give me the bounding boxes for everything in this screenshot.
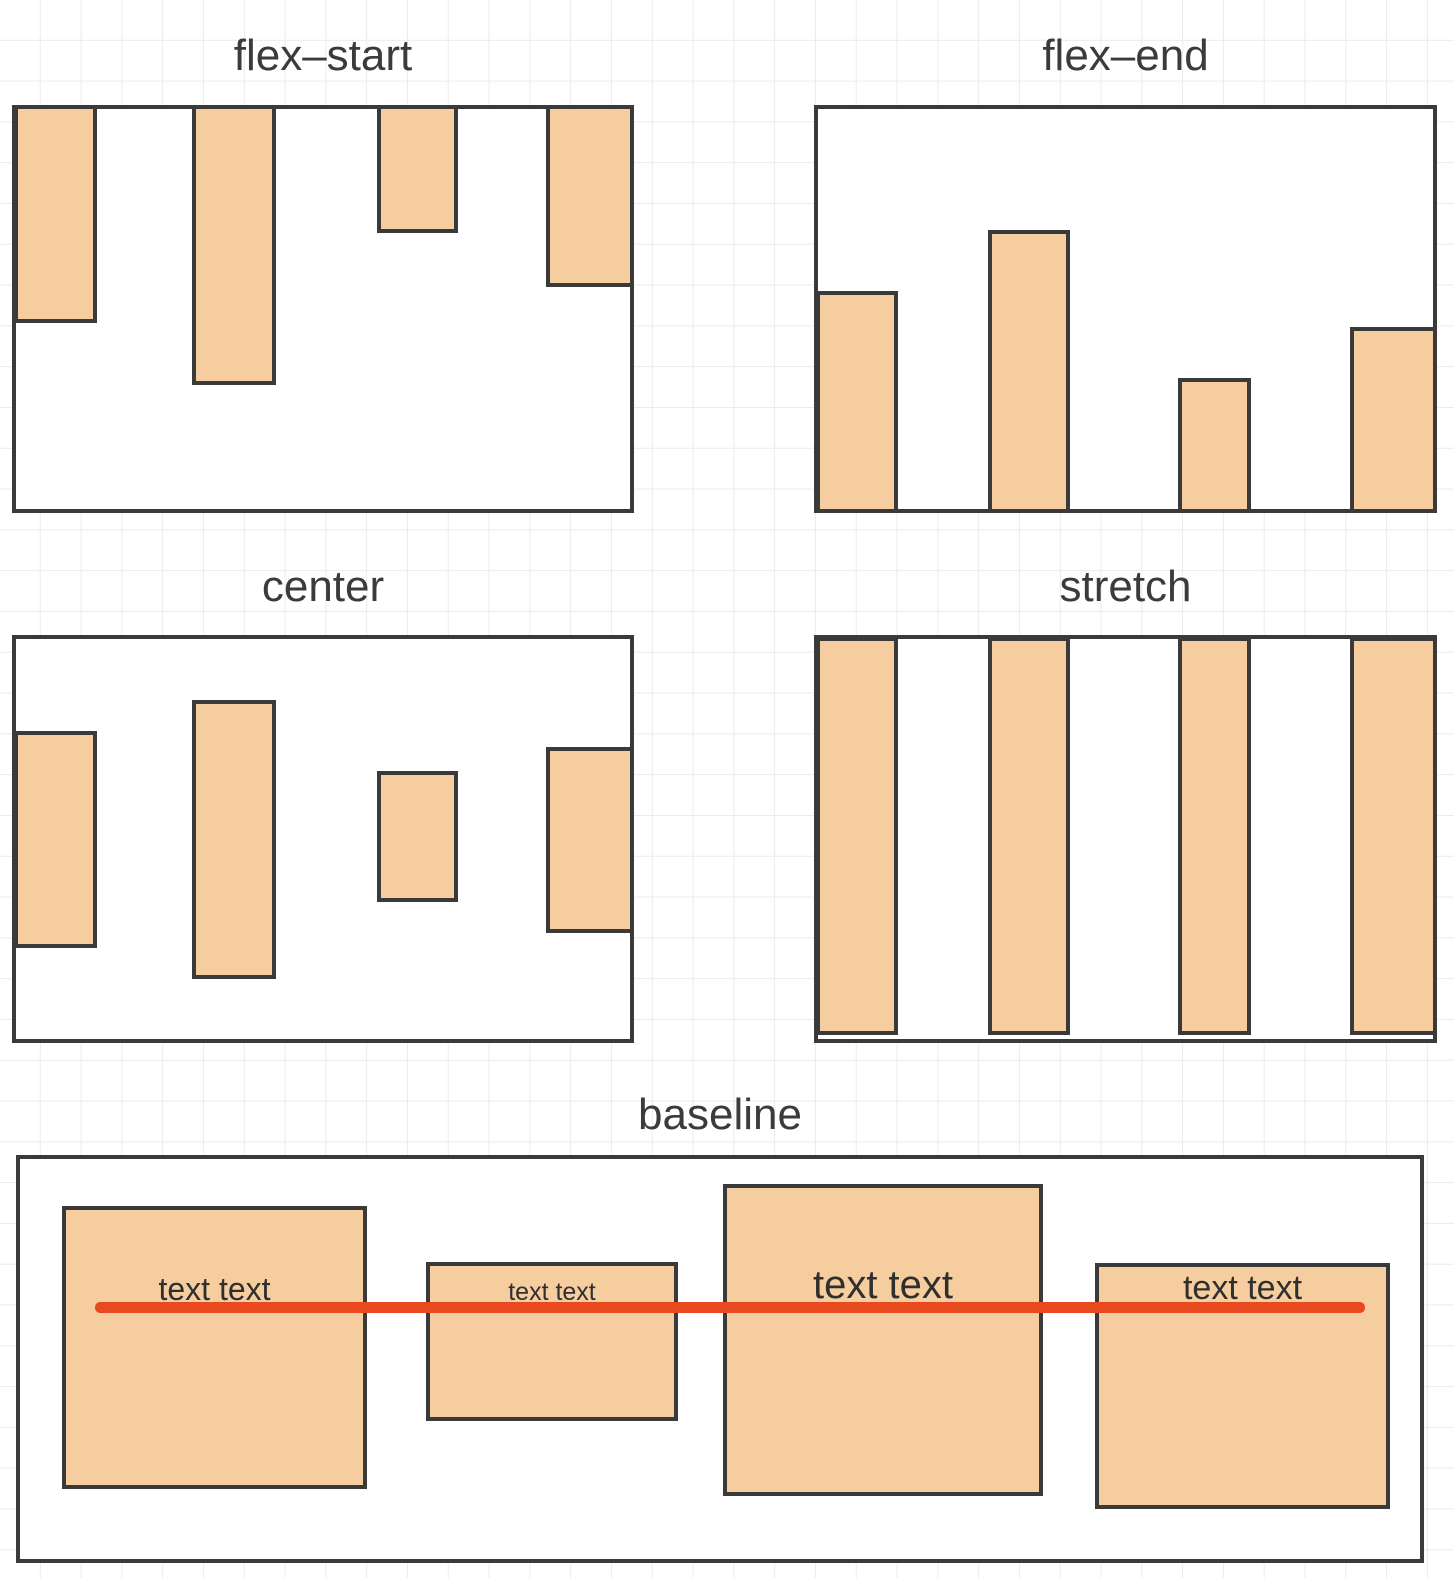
flex-start-container bbox=[12, 105, 634, 513]
flex-end-item-3 bbox=[1178, 378, 1251, 513]
stretch-item-4 bbox=[1350, 637, 1437, 1035]
stretch-container bbox=[814, 635, 1437, 1043]
flex-end-container bbox=[814, 105, 1437, 513]
baseline-item-3 bbox=[723, 1184, 1043, 1496]
baseline-rule bbox=[95, 1302, 1365, 1313]
center-item-2 bbox=[192, 700, 276, 979]
flex-end-item-4 bbox=[1350, 327, 1437, 513]
baseline-item-1 bbox=[62, 1206, 367, 1489]
baseline-item-2-label: text text bbox=[508, 1278, 596, 1306]
panel-title-stretch: stretch bbox=[1059, 562, 1192, 611]
center-item-3 bbox=[377, 771, 458, 902]
center-item-1 bbox=[14, 731, 97, 948]
stretch-item-1 bbox=[816, 637, 898, 1035]
center-container bbox=[12, 635, 634, 1043]
stretch-item-2 bbox=[988, 637, 1070, 1035]
panel-title-flex-start: flex–start bbox=[233, 31, 413, 80]
flex-start-item-4 bbox=[546, 105, 634, 287]
panel-title-baseline: baseline bbox=[638, 1090, 802, 1139]
panel-title-center: center bbox=[261, 562, 385, 611]
panel-title-flex-end: flex–end bbox=[1042, 31, 1209, 80]
baseline-item-1-label: text text bbox=[158, 1271, 271, 1307]
baseline-item-4-label: text text bbox=[1182, 1269, 1303, 1307]
flex-end-item-1 bbox=[816, 291, 898, 513]
baseline-item-2 bbox=[426, 1262, 678, 1421]
center-item-4 bbox=[546, 747, 634, 933]
flex-start-item-3 bbox=[377, 105, 458, 233]
stretch-item-3 bbox=[1178, 637, 1251, 1035]
flex-start-item-2 bbox=[192, 105, 276, 385]
baseline-item-3-label: text text bbox=[812, 1263, 954, 1307]
flex-end-item-2 bbox=[988, 230, 1070, 513]
flex-start-item-1 bbox=[14, 105, 97, 323]
